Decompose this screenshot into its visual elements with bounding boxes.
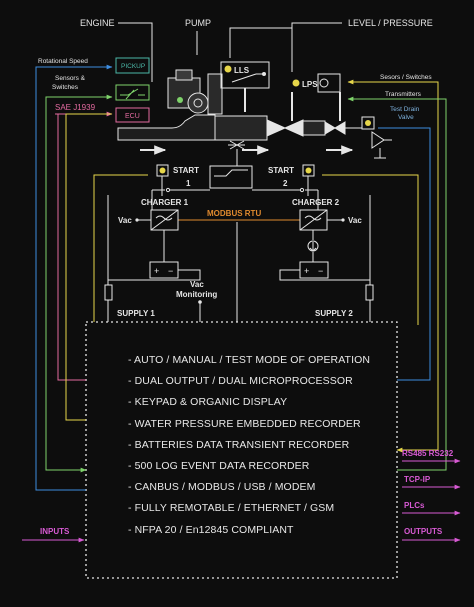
feature-item: - WATER PRESSURE EMBEDDED RECORDER [128, 417, 361, 430]
battery2-plus: + [304, 266, 309, 276]
start2-label-2: 2 [283, 179, 288, 188]
right-feeder-lines [350, 81, 447, 471]
tcpip-label: TCP-IP [404, 475, 431, 484]
sensor-switch-box [115, 84, 150, 101]
battery2-minus: − [318, 266, 323, 276]
yellow-sensor-line [93, 174, 419, 325]
lps-gauge [319, 78, 329, 88]
feature-list: - AUTO / MANUAL / TEST MODE OF OPERATION… [128, 350, 388, 541]
solenoid [209, 140, 253, 189]
modbus-label: MODBUS RTU [207, 209, 261, 218]
start2-label-1: START [268, 166, 294, 175]
pickup-box [115, 57, 150, 74]
start1-label-1: START [173, 166, 199, 175]
start1-indicator-dot [159, 167, 166, 174]
sensors-switches-label-2: Switches [52, 84, 79, 91]
test-drain-valve-icon [371, 131, 392, 159]
top-leader-lines [118, 22, 342, 82]
lps-pipe [291, 92, 341, 121]
start-circuit-lines [152, 176, 318, 193]
lps-indicator-dot [292, 79, 300, 87]
sensors-switches-label-1: Sensors & [55, 75, 86, 82]
right-sensors-switches-label: Sesors / Switches [380, 74, 432, 81]
vac-monitoring-label-1: Vac [190, 280, 204, 289]
lls-label: LLS [234, 66, 250, 75]
lls-float-ball [262, 72, 266, 76]
vac-monitoring-label-2: Monitoring [176, 290, 217, 299]
level-pressure-label: LEVEL / PRESSURE [348, 18, 433, 28]
fuse2 [365, 284, 374, 301]
feature-item: - BATTERIES DATA TRANSIENT RECORDER [128, 438, 350, 451]
supply2-label: SUPPLY 2 [315, 309, 353, 318]
feature-item: - FULLY REMOTABLE / ETHERNET / GSM [128, 502, 335, 515]
vac-monitoring-terminal [198, 300, 202, 304]
lps-box [317, 73, 341, 93]
feature-item: - CANBUS / MODBUS / USB / MODEM [128, 481, 316, 494]
pump-label: PUMP [185, 18, 211, 28]
lls-indicator-dot [224, 65, 232, 73]
sensor-switch-icon [120, 88, 145, 100]
feature-item: - AUTO / MANUAL / TEST MODE OF OPERATION [128, 354, 371, 366]
engine-pump-assembly [117, 69, 362, 141]
vac-left-terminal [135, 218, 139, 222]
rotational-speed-label: Rotational Speed [38, 58, 88, 65]
charger1-icon [150, 209, 179, 231]
feature-item: - DUAL OUTPUT / DUAL MICROPROCESSOR [128, 375, 353, 388]
feature-item: - NFPA 20 / En12845 COMPLIANT [128, 523, 294, 536]
plcs-label: PLCs [404, 501, 425, 510]
engine-indicator-dot [177, 97, 183, 103]
ecu-box [115, 107, 150, 123]
test-drain-box [361, 116, 375, 130]
lps-label: LPS [302, 80, 318, 89]
vac-left-label: Vac [118, 216, 132, 225]
pickup-label: PICKUP [121, 63, 145, 70]
charger2-label: CHARGER 2 [292, 198, 340, 207]
charger2-lamp-arrow [309, 242, 317, 252]
inputs-label: INPUTS [40, 527, 70, 536]
outputs-label: OUTPUTS [404, 527, 443, 536]
feature-item: - 500 LOG EVENT DATA RECORDER [128, 460, 310, 473]
feature-item: - KEYPAD & ORGANIC DISPLAY [128, 396, 288, 409]
battery1-minus: − [168, 266, 173, 276]
rs485-label: RS485 RS232 [402, 449, 454, 458]
battery-circuit-lines [107, 190, 371, 325]
transmitters-label: Transmitters [385, 91, 422, 98]
lls-float-switch [231, 73, 264, 83]
sae-j1939-label: SAE J1939 [55, 103, 96, 112]
fuse1 [104, 284, 113, 301]
vac-right-label: Vac [348, 216, 362, 225]
start1-label-2: 1 [186, 179, 191, 188]
charger2-icon [299, 209, 328, 231]
test-drain-label-1: Test Drain [390, 106, 420, 113]
battery1 [149, 261, 179, 279]
supply1-label: SUPPLY 1 [117, 309, 155, 318]
controller-box [85, 321, 398, 579]
test-drain-label-2: Valve [398, 114, 414, 121]
ecu-label: ECU [125, 113, 140, 120]
engine-label: ENGINE [80, 18, 115, 28]
test-drain-indicator-dot [365, 120, 371, 126]
battery2 [299, 261, 329, 279]
charger1-label: CHARGER 1 [141, 198, 189, 207]
battery1-plus: + [154, 266, 159, 276]
left-feeder-lines [35, 66, 112, 491]
vac-right-terminal [341, 218, 345, 222]
start2-indicator-dot [305, 167, 312, 174]
